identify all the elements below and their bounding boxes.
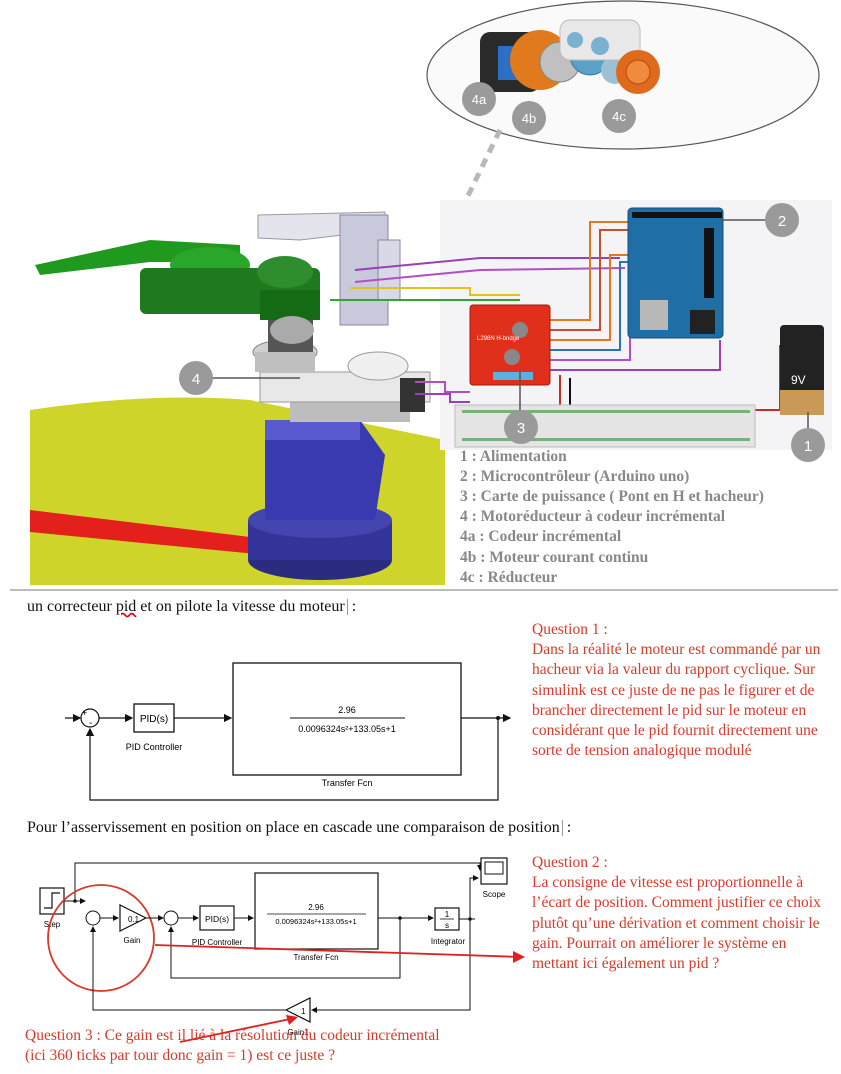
svg-text:PID(s): PID(s) [205, 914, 229, 924]
pid-block[interactable]: PID(s) [133, 703, 175, 733]
speed-intro-text: un correcteur pid et on pilote la vitess… [27, 598, 357, 616]
speed-loop-diagram: + - PID(s) PID Controller 2.96 0.0096324… [65, 662, 512, 801]
svg-text:1: 1 [445, 910, 450, 919]
scope-caption: Scope [483, 890, 506, 899]
pid-block-2[interactable]: PID(s) [199, 905, 235, 931]
badge-4c: 4c [602, 99, 636, 133]
svg-text:2.96: 2.96 [338, 705, 356, 715]
legend-item: 4 : Motoréducteur à codeur incrémental [460, 508, 726, 525]
transfer-fcn-block-2[interactable]: 2.96 0.0096324s²+133.05s+1 [254, 872, 379, 950]
svg-text:4: 4 [192, 371, 200, 388]
question2-pointer-arrow [154, 944, 523, 958]
svg-text:s: s [445, 921, 449, 930]
step-caption: Step [44, 920, 61, 929]
svg-text:4c: 4c [612, 109, 626, 124]
pid-caption-2: PID Controller [192, 938, 243, 947]
svg-text:2.96: 2.96 [308, 903, 324, 912]
legend-item: 3 : Carte de puissance ( Pont en H et ha… [460, 488, 764, 505]
question-1: Question 1 : Dans la réalité le moteur e… [532, 621, 821, 760]
question-3: Question 3 : Ce gain est il lié à la rés… [25, 1027, 440, 1065]
legend-item: 4a : Codeur incrémental [460, 528, 622, 545]
position-intro-text: Pour l’asservissement en position on pla… [27, 819, 572, 837]
badge-group: 4a 4b 4c 2 4 3 1 [179, 82, 825, 462]
integrator-block[interactable]: 1 s [434, 907, 460, 931]
badge-2: 2 [765, 203, 799, 237]
badge-4a: 4a [462, 82, 496, 116]
gain-caption: Gain [124, 936, 141, 945]
svg-text:0.0096324s²+133.05s+1: 0.0096324s²+133.05s+1 [298, 724, 396, 734]
badge-3: 3 [504, 410, 538, 444]
badge-1: 1 [791, 428, 825, 462]
svg-text:4a: 4a [472, 92, 487, 107]
system-figure: L298N H-bridge 9V 4a 4b 4c 2 [10, 0, 838, 591]
svg-text:+: + [82, 708, 87, 718]
legend-item: 1 : Alimentation [460, 448, 567, 465]
svg-text:-: - [89, 718, 92, 729]
legend-item: 4c : Réducteur [460, 569, 558, 586]
question-2: Question 2 : La consigne de vitesse est … [532, 854, 821, 973]
question3-pointer-arrow [179, 1017, 296, 1043]
driver-label: L298N H-bridge [477, 336, 520, 342]
scope-block[interactable] [480, 857, 508, 885]
transfer-fcn-caption: Transfer Fcn [322, 778, 373, 788]
svg-text:1: 1 [301, 1007, 306, 1016]
svg-text:PID(s): PID(s) [140, 714, 168, 725]
feedback-gain-caption: Gain1 [287, 1028, 309, 1037]
gain-block[interactable]: 0.1 [119, 904, 148, 932]
feedback-gain-block[interactable]: 1 [284, 997, 311, 1023]
step-block[interactable] [39, 887, 65, 915]
badge-4: 4 [179, 361, 213, 395]
gain-highlight-circle [47, 884, 155, 992]
svg-text:0.0096324s²+133.05s+1: 0.0096324s²+133.05s+1 [275, 917, 356, 926]
electronics-schematic: L298N H-bridge 9V [330, 200, 832, 450]
badge-4b: 4b [512, 101, 546, 135]
position-loop-diagram: Step 0.1 Gain PID(s) PID Controller 2.96… [39, 857, 525, 1043]
legend-item: 2 : Microcontrôleur (Arduino uno) [460, 468, 690, 485]
pid-caption: PID Controller [126, 742, 183, 752]
battery-label: 9V [791, 373, 806, 387]
svg-text:1: 1 [804, 438, 812, 455]
transfer-fcn-block[interactable]: 2.96 0.0096324s²+133.05s+1 [232, 662, 462, 776]
robot-render [30, 205, 445, 585]
integrator-caption: Integrator [431, 937, 466, 946]
transfer-fcn-caption-2: Transfer Fcn [293, 953, 338, 962]
svg-text:4b: 4b [522, 111, 536, 126]
svg-text:2: 2 [778, 213, 786, 230]
legend-item: 4b : Moteur courant continu [460, 549, 649, 566]
sum-junction: + - [80, 708, 100, 729]
svg-text:3: 3 [517, 420, 525, 437]
zoom-connector-line [391, 128, 503, 350]
svg-text:0.1: 0.1 [128, 915, 140, 924]
